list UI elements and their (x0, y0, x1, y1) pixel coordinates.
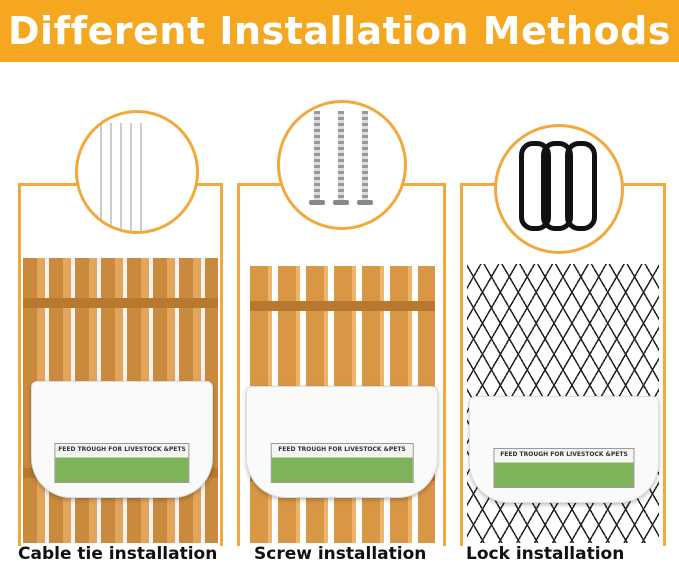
trough-label: FEED TROUGH FOR LIVESTOCK &PETS (54, 443, 190, 483)
trough-image: FEED TROUGH FOR LIVESTOCK &PETS (469, 396, 659, 503)
caption-lock: Lock installation (466, 544, 625, 564)
trough-image: FEED TROUGH FOR LIVESTOCK &PETS (31, 381, 213, 498)
caption-cable-tie: Cable tie installation (18, 544, 218, 564)
panel-lock: FEED TROUGH FOR LIVESTOCK &PETS (460, 183, 666, 546)
trough-label: FEED TROUGH FOR LIVESTOCK &PETS (270, 443, 414, 483)
header-banner: Different Installation Methods (0, 0, 679, 62)
panel-cable-tie: FEED TROUGH FOR LIVESTOCK &PETS (18, 183, 223, 546)
trough-label: FEED TROUGH FOR LIVESTOCK &PETS (493, 448, 635, 488)
panel-screw: FEED TROUGH FOR LIVESTOCK &PETS (237, 183, 446, 546)
cable-ties-icon (75, 110, 199, 234)
trough-image: FEED TROUGH FOR LIVESTOCK &PETS (246, 386, 438, 498)
carabiners-icon (494, 124, 624, 254)
screws-icon (277, 100, 407, 230)
page-title: Different Installation Methods (8, 9, 671, 53)
caption-screw: Screw installation (254, 544, 427, 564)
